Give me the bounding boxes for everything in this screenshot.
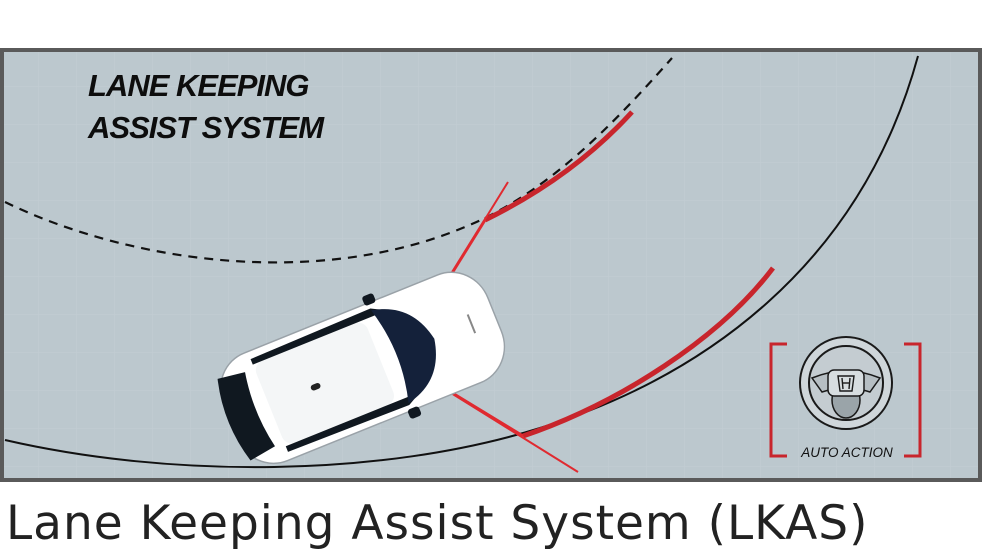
lane-warning-right	[522, 266, 775, 439]
steering-wheel-icon	[799, 336, 893, 430]
caption: Lane Keeping Assist System (LKAS)	[6, 496, 869, 551]
brand-logo-icon	[837, 375, 855, 392]
auto-action-badge: AUTO ACTION	[769, 336, 922, 460]
lkas-diagram: LANE KEEPING ASSIST SYSTEM AUTO ACTION	[0, 48, 982, 482]
diagram-frame	[0, 48, 982, 482]
lane-line-left-dashed	[4, 57, 673, 264]
auto-action-label: AUTO ACTION	[800, 445, 893, 460]
lane-warning-left	[483, 110, 634, 223]
diagram-title-line1: LANE KEEPING	[88, 68, 309, 103]
car-icon	[217, 271, 506, 465]
diagram-title-line2: ASSIST SYSTEM	[87, 110, 325, 145]
